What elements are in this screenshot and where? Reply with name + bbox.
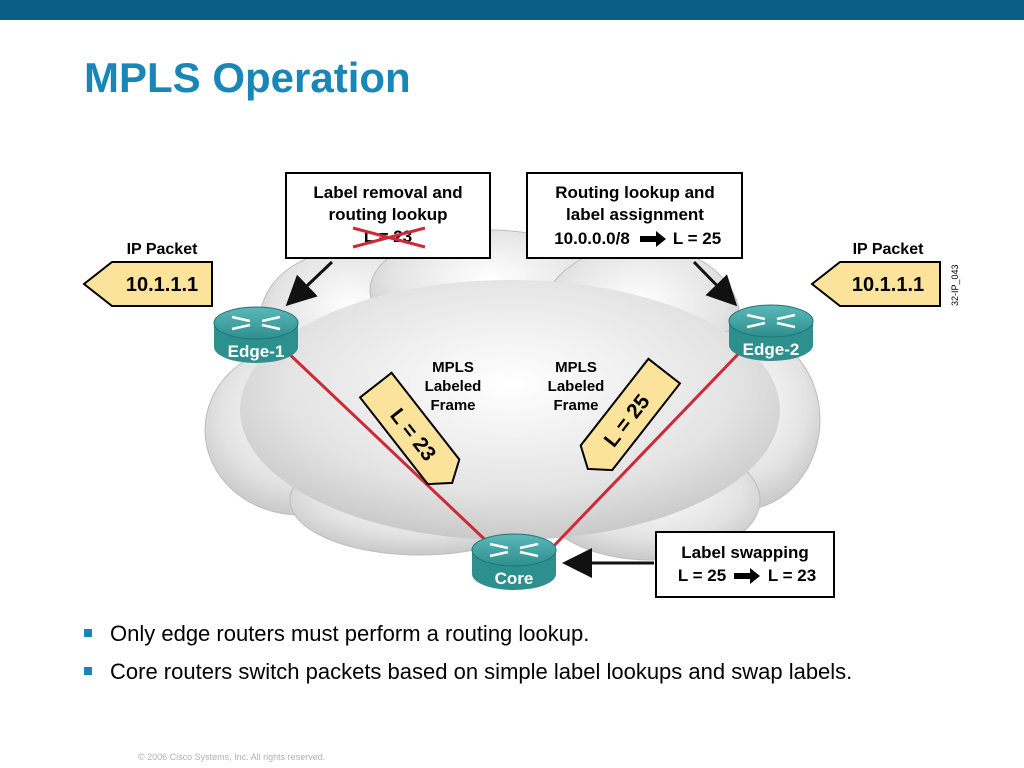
svg-text:L = 23: L = 23 [768,566,816,585]
bullet-square-icon [84,667,92,675]
svg-text:MPLS: MPLS [555,359,597,376]
router-edge1: Edge-1 [213,306,299,363]
svg-text:Labeled: Labeled [548,378,605,395]
bullet-list: Only edge routers must perform a routing… [84,622,944,698]
svg-text:10.1.1.1: 10.1.1.1 [852,274,924,296]
callout-label-removal: Label removal and routing lookup L = 23 [285,172,491,259]
link-edge2-core [546,346,746,554]
svg-text:routing lookup: routing lookup [329,205,448,224]
svg-text:Edge-1: Edge-1 [228,342,285,361]
svg-text:IP Packet: IP Packet [853,241,925,258]
callout-label-assignment: Routing lookup and label assignment 10.0… [526,172,743,259]
ip-packet-left: IP Packet 10.1.1.1 [82,241,213,307]
right-arrow-icon [640,231,666,247]
router-arrows-icon [489,542,539,558]
svg-text:L = 25: L = 25 [673,229,721,248]
figure-id: 32-IP_043 [950,264,960,306]
list-item: Core routers switch packets based on sim… [84,660,944,684]
svg-text:Label swapping: Label swapping [681,543,809,562]
link-edge1-core [283,348,500,554]
arrow-to-edge1 [285,260,334,307]
svg-text:Core: Core [495,569,534,588]
svg-text:label assignment: label assignment [566,205,704,224]
svg-text:Frame: Frame [553,397,598,414]
svg-text:Frame: Frame [430,397,475,414]
slide-title: MPLS Operation [84,54,411,101]
router-edge2: Edge-2 [728,304,814,361]
router-core: Core [471,533,557,590]
svg-text:Edge-2: Edge-2 [743,340,800,359]
frame-caption-right: MPLS Labeled Frame [548,359,605,414]
svg-text:10.0.0.0/8: 10.0.0.0/8 [554,229,630,248]
svg-text:Labeled: Labeled [425,378,482,395]
top-bar [0,0,1024,20]
svg-text:MPLS: MPLS [432,359,474,376]
svg-text:L = 25: L = 25 [678,566,726,585]
svg-text:Routing lookup and: Routing lookup and [555,183,715,202]
strike-line-2 [352,226,426,249]
callout-label-swapping: Label swapping L = 25 L = 23 [655,531,835,598]
bullet-square-icon [84,629,92,637]
ip-packet-right: IP Packet 10.1.1.1 [810,241,941,307]
copyright-footer: © 2006 Cisco Systems, Inc. All rights re… [138,752,326,762]
list-item: Only edge routers must perform a routing… [84,622,944,646]
svg-text:IP Packet: IP Packet [127,241,199,258]
svg-text:Label removal and: Label removal and [313,183,462,202]
frame-caption-left: MPLS Labeled Frame [425,359,482,414]
right-arrow-icon [734,568,760,584]
mpls-cloud [204,229,821,561]
arrow-to-edge2 [692,260,738,307]
router-arrows-icon [746,313,796,329]
router-arrows-icon [231,315,281,331]
svg-text:10.1.1.1: 10.1.1.1 [126,274,198,296]
